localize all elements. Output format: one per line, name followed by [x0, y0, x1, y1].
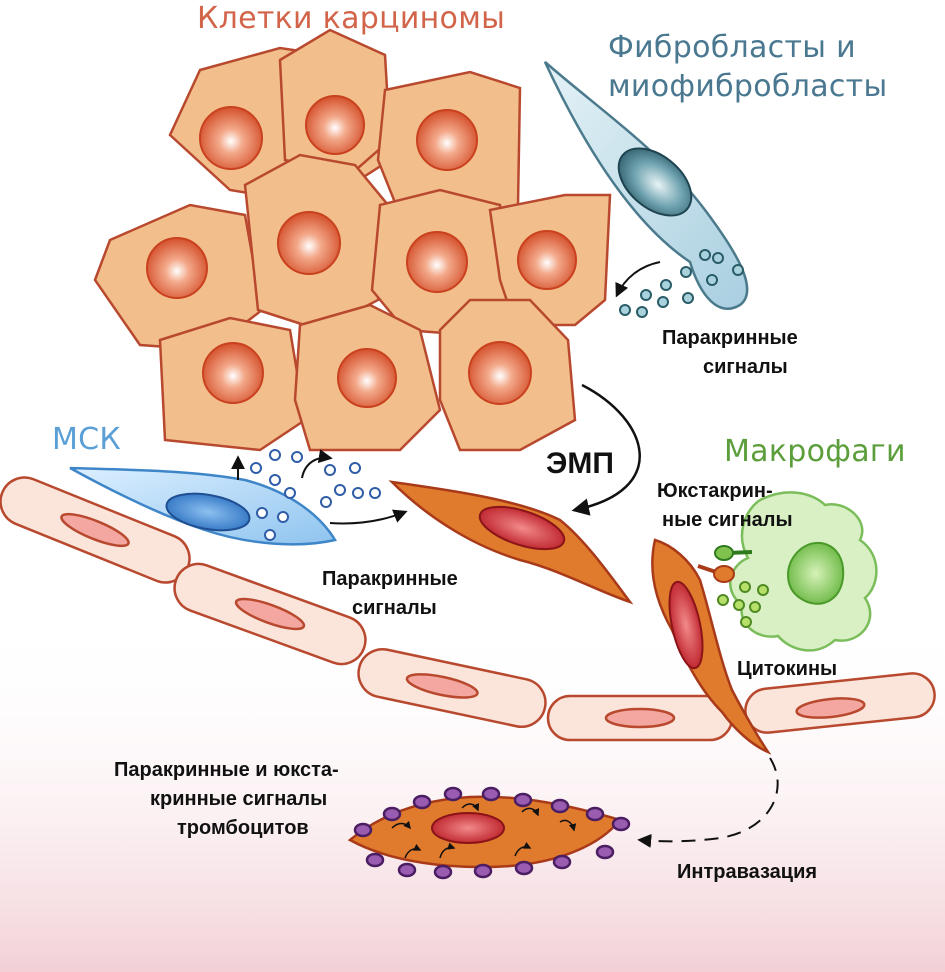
platelet-label-line2: кринные сигналы [150, 788, 328, 810]
juxtacrine-receptor [697, 545, 753, 583]
paracrine-top-label-line2: сигналы [703, 356, 788, 378]
paracrine-mid-label-line1: Паракринные [322, 568, 458, 590]
platelet-signal-arrows [391, 803, 577, 859]
intravasation-label: Интравазация [677, 861, 818, 883]
emt-arrow [571, 383, 641, 516]
platelets [353, 786, 631, 880]
msc-title: МСК [52, 422, 122, 457]
carcinoma-nuclei [146, 95, 577, 408]
fibroblast-title-line2: миофибробласты [608, 69, 888, 104]
intravasating-cell [651, 538, 772, 755]
msc-paracrine-vesicles [250, 449, 381, 541]
juxtacrine-label-line1: Юкстакрин- [657, 480, 773, 502]
fibroblast-signal-arrow [615, 261, 661, 298]
paracrine-mid-label-line2: сигналы [352, 597, 437, 619]
macrophage-title: Макрофаги [724, 434, 906, 469]
emt-mesenchymal-cell [388, 480, 634, 605]
intravasation-arrow [637, 757, 779, 848]
carcinoma-title: Клетки карциномы [197, 1, 506, 36]
fibroblast-cell [543, 61, 749, 310]
msc-arrow-right [329, 509, 408, 525]
juxtacrine-label-line2: ные сигналы [662, 509, 793, 531]
cytokines-label: Цитокины [737, 658, 838, 680]
macrophage-cell [729, 491, 878, 652]
fibroblast-title-line1: Фибробласты и [608, 30, 856, 65]
emt-label: ЭМП [546, 447, 614, 480]
blood-vessel-wall [0, 476, 936, 742]
msc-cell [69, 466, 337, 546]
msc-arrow-curve [301, 449, 333, 479]
platelet-label-line1: Паракринные и юкста- [114, 759, 339, 781]
paracrine-top-label-line1: Паракринные [662, 327, 798, 349]
cytokine-vesicles [717, 581, 769, 628]
platelet-label-line3: тромбоцитов [177, 817, 309, 839]
fibroblast-paracrine-vesicles [619, 249, 744, 318]
